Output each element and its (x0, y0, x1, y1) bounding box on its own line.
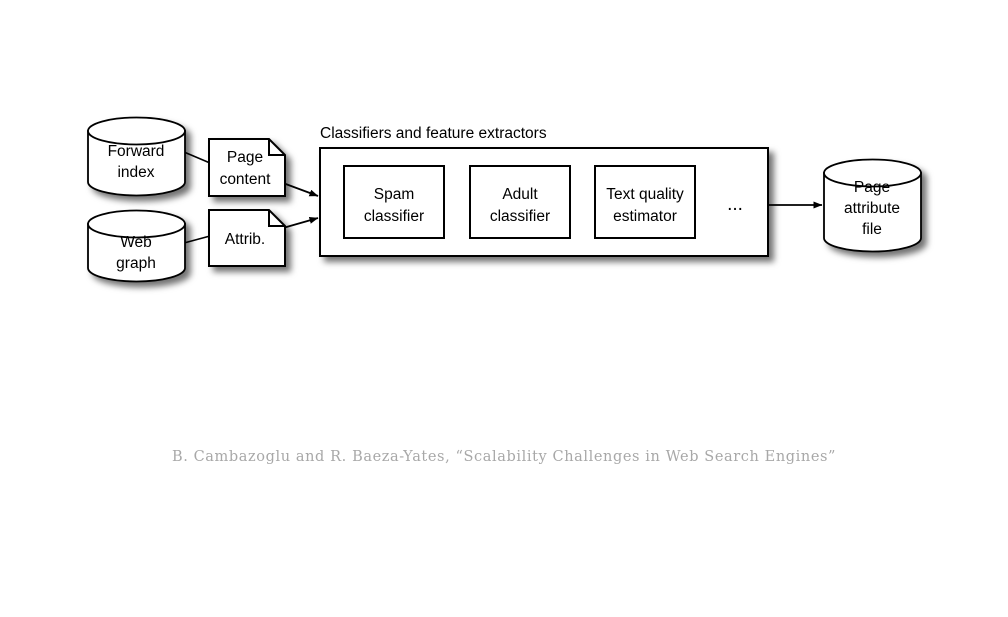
page-content-label-line1: Page (227, 149, 263, 166)
text-quality-estimator-label-line2: estimator (613, 208, 677, 225)
text-quality-estimator-box (594, 165, 696, 239)
page-attribute-file-cylinder-top (823, 158, 922, 188)
connectors (183, 151, 823, 244)
more-processors-ellipsis: ... (727, 194, 743, 215)
arrow-attrib-to-classifiers (282, 216, 319, 229)
page-content-document-shape (208, 138, 286, 197)
node-attributes[interactable] (208, 209, 286, 267)
web-graph-label-line1: Web (120, 234, 152, 251)
node-page-content[interactable] (208, 138, 286, 197)
forward-index-label-line2: index (117, 164, 154, 181)
node-page-attribute-file[interactable] (823, 158, 922, 253)
processor-text-quality-estimator[interactable] (594, 165, 696, 239)
processor-adult-classifier[interactable] (469, 165, 571, 239)
adult-classifier-label-line2: classifier (490, 208, 550, 225)
forward-index-cylinder-body (87, 130, 186, 197)
node-web-graph[interactable] (87, 209, 186, 283)
web-graph-cylinder-top (87, 209, 186, 239)
page-content-label-line2: content (220, 171, 272, 188)
attributes-folded-corner (268, 210, 285, 227)
connector-forward-index-to-page-content (183, 151, 211, 164)
web-graph-cylinder-body (87, 223, 186, 283)
spam-classifier-label-line1: Spam (374, 186, 415, 203)
spam-classifier-label-line2: classifier (364, 208, 424, 225)
spam-classifier-box (343, 165, 445, 239)
web-graph-label-line2: graph (116, 255, 156, 272)
attributes-label-line1: Attrib. (225, 231, 265, 248)
adult-classifier-box (469, 165, 571, 239)
page-attribute-file-label-line1: Page (854, 179, 890, 196)
processor-spam-classifier[interactable] (343, 165, 445, 239)
forward-index-label-line1: Forward (108, 143, 165, 160)
attributes-document-shape (208, 209, 286, 267)
text-quality-estimator-label-line1: Text quality (606, 186, 684, 203)
page-attribute-file-label-line2: attribute (844, 200, 900, 217)
footer-caption: B. Cambazoglu and R. Baeza-Yates, “Scala… (171, 449, 837, 465)
arrow-page-content-to-classifiers (282, 182, 319, 197)
page-content-folded-corner (268, 139, 285, 156)
connector-web-graph-to-attrib (183, 235, 211, 244)
forward-index-cylinder-top (87, 116, 186, 146)
page-attribute-file-label-line3: file (862, 221, 882, 238)
page-attribute-file-cylinder-body (823, 172, 922, 253)
adult-classifier-label-line1: Adult (502, 186, 538, 203)
node-forward-index[interactable] (87, 116, 186, 197)
classifiers-group-title: Classifiers and feature extractors (320, 125, 547, 142)
